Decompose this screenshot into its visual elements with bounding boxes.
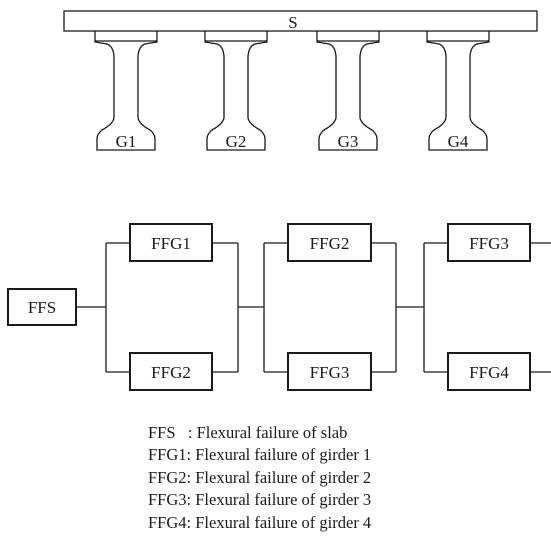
legend-item: FFG3: Flexural failure of girder 3 — [148, 489, 528, 511]
slab-label: S — [288, 13, 297, 32]
legend-sep: : — [175, 423, 197, 442]
node-stage3-top-label: FFG3 — [469, 234, 509, 253]
node-stage2-bottom: FFG3 — [287, 352, 372, 391]
node-stage1-bottom-label: FFG2 — [151, 363, 191, 382]
node-stage3-bottom: FFG4 — [447, 352, 531, 391]
bridge-cross-section: S G1 G2 G3 G4 — [63, 10, 538, 151]
legend-code: FFG1 — [148, 445, 187, 465]
legend-item: FFG4: Flexural failure of girder 4 — [148, 512, 528, 534]
legend-sep: : — [186, 512, 196, 532]
legend-code: FFS — [148, 423, 176, 442]
legend-desc: Flexural failure of girder 2 — [195, 467, 372, 487]
legend: FFS : Flexural failure of slab FFG1: Fle… — [148, 422, 528, 534]
legend-sep: : — [186, 490, 196, 510]
girder-label: G2 — [226, 132, 247, 151]
girder-label: G1 — [116, 132, 137, 151]
reliability-block-diagram: FFS FFG1 FFG2 FFG2 FFG3 FFG3 FFG4 — [7, 223, 551, 391]
node-stage2-top: FFG2 — [287, 223, 372, 262]
legend-desc: Flexural failure of girder 4 — [195, 512, 372, 532]
node-stage1-top: FFG1 — [129, 223, 213, 262]
legend-item: FFS : Flexural failure of slab — [148, 422, 528, 444]
girder-label: G3 — [338, 132, 359, 151]
legend-code: FFG3 — [148, 490, 187, 510]
node-stage2-bottom-label: FFG3 — [310, 363, 350, 382]
node-stage2-top-label: FFG2 — [310, 234, 350, 253]
girder-outline — [316, 31, 380, 151]
girder-outline — [94, 31, 158, 151]
connector-lines — [76, 242, 551, 373]
legend-item: FFG2: Flexural failure of girder 2 — [148, 467, 528, 489]
node-stage3-bottom-label: FFG4 — [469, 363, 509, 382]
legend-code: FFG4 — [148, 512, 187, 532]
legend-sep: : — [186, 445, 196, 465]
girder-outline — [426, 31, 490, 151]
legend-desc: Flexural failure of girder 1 — [195, 445, 372, 465]
girder-1: G1 — [94, 31, 158, 151]
girder-2: G2 — [204, 31, 268, 151]
legend-item: FFG1: Flexural failure of girder 1 — [148, 444, 528, 466]
girder-label: G4 — [448, 132, 469, 151]
legend-sep: : — [186, 467, 196, 487]
legend-desc: Flexural failure of girder 3 — [195, 490, 372, 510]
node-stage3-top: FFG3 — [447, 223, 531, 262]
legend-code: FFG2 — [148, 467, 187, 487]
node-stage1-bottom: FFG2 — [129, 352, 213, 391]
slab — [63, 10, 538, 32]
legend-desc: Flexural failure of slab — [196, 423, 348, 442]
node-stage1-top-label: FFG1 — [151, 234, 191, 253]
girder-3: G3 — [316, 31, 380, 151]
girder-outline — [204, 31, 268, 151]
node-ffs-label: FFS — [28, 298, 56, 317]
girder-4: G4 — [426, 31, 490, 151]
node-ffs: FFS — [7, 288, 77, 326]
girders: G1 G2 G3 G4 — [94, 31, 490, 151]
